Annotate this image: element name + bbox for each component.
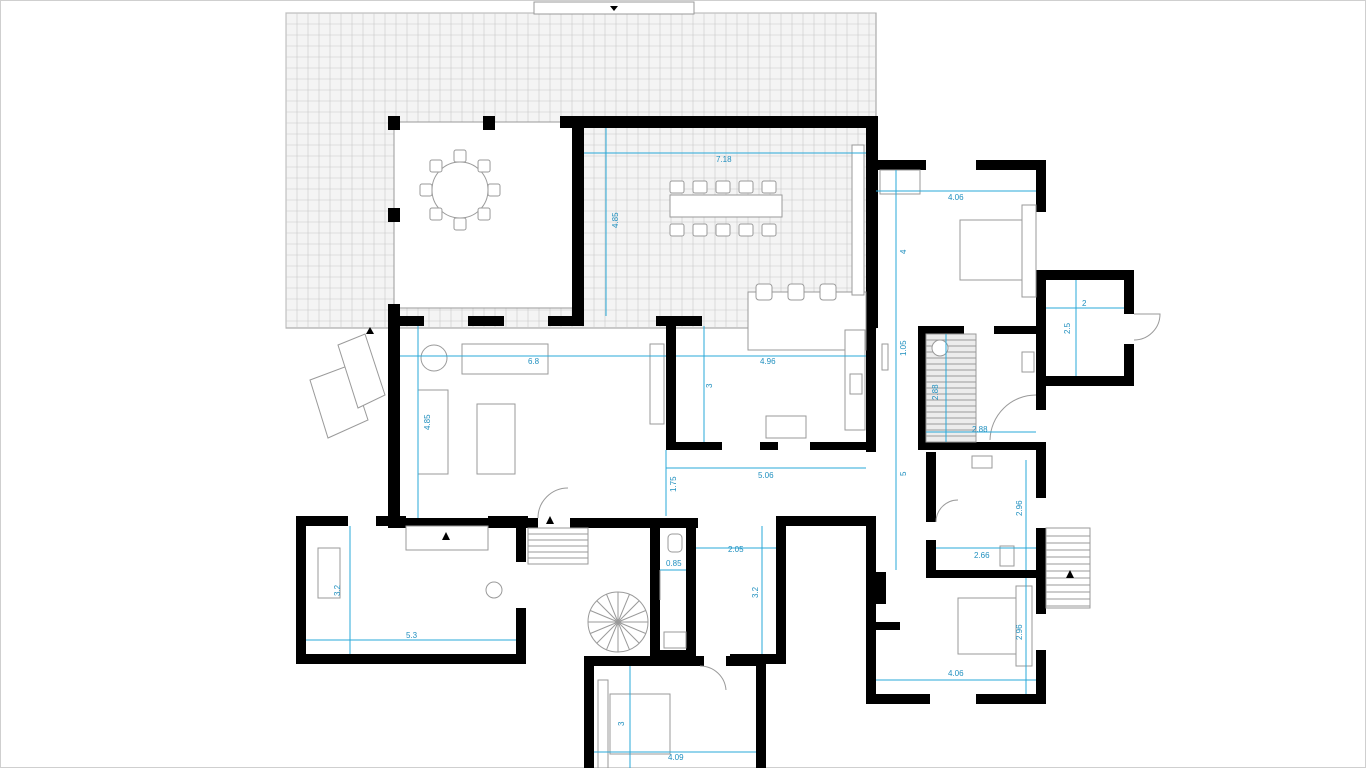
sofa [461,343,549,375]
corridor-long-label: 5 [899,471,908,476]
lounge-chairs [309,327,386,439]
bath1-width-label: 2.88 [972,425,988,434]
dimension-labels: 7.18 4.85 4.06 4 2 2.5 6.8 4.85 4.96 3 1… [333,155,1087,762]
bedroom2-width-label: 4.06 [948,669,964,678]
bedroom1-width-label: 4.06 [948,193,964,202]
bedroom2-height-label: 2.96 [1015,624,1024,640]
dining-height-label: 4.85 [611,212,620,228]
storage-height-label: 2.5 [1063,322,1072,334]
corridor-width-label: 5.06 [758,471,774,480]
furniture [309,144,1161,768]
sofa [417,389,449,475]
hall-height-label: 1.05 [899,340,908,356]
entry-height-label: 3.2 [751,586,760,598]
kitchen-height-label: 3 [705,383,714,388]
corridor-height-label: 1.75 [669,476,678,492]
bed [609,693,671,755]
bath2-width-label: 2.66 [974,551,990,560]
pergola [393,121,577,309]
bedroom3-height-label: 3 [617,721,626,726]
dimension-lines [306,128,1124,768]
living-width-label: 6.8 [528,357,540,366]
study-height-label: 3.2 [333,584,342,596]
living-height-label: 4.85 [423,414,432,430]
kitchen-width-label: 4.96 [760,357,776,366]
bedroom3-width-label: 4.09 [668,753,684,762]
dining-width-label: 7.18 [716,155,732,164]
chairs [419,149,501,231]
sofa [317,547,341,599]
bed [959,219,1023,281]
coffee-table [476,403,516,475]
storage-width-label: 2 [1082,299,1087,308]
bedroom1-height-label: 4 [899,249,908,254]
dining-table [669,194,783,218]
entry-width-label: 2.05 [728,545,744,554]
entry-arrow-icon [610,6,618,11]
bath1-height-label: 2.88 [931,384,940,400]
study-width-label: 5.3 [406,631,418,640]
bed [957,597,1017,655]
bath2-height-label: 2.96 [1015,500,1024,516]
wc-width-label: 0.85 [666,559,682,568]
